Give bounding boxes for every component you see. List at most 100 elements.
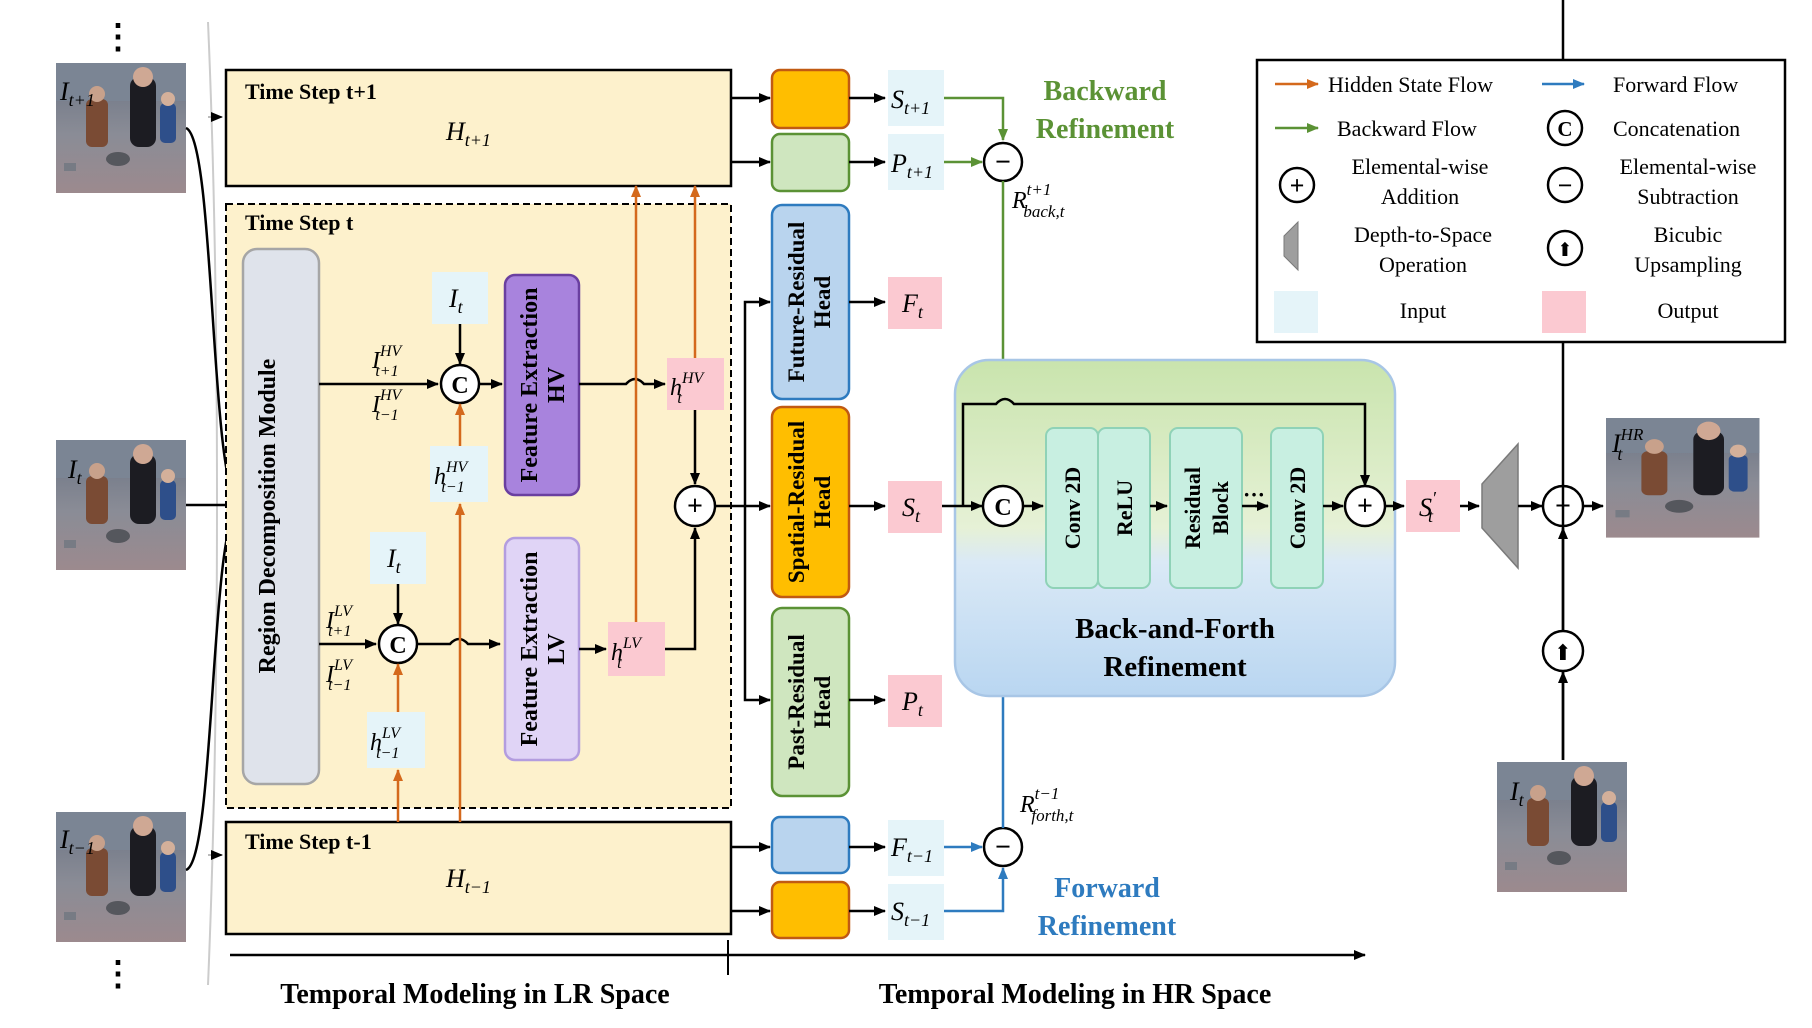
input-it-hv: It <box>432 272 488 324</box>
prev-spatial-head <box>770 880 851 940</box>
output-s-t: St <box>888 481 942 533</box>
arrow-skip-connection <box>961 397 1370 506</box>
legend-upsample-icon: ⬆ <box>1546 229 1584 267</box>
svg-text:Ft−1: Ft−1 <box>890 833 933 866</box>
legend-d2s-label-1: Depth-to-Space <box>1354 222 1492 247</box>
backward-refinement-title-2: Refinement <box>1036 114 1175 145</box>
legend-output-swatch <box>1542 291 1586 333</box>
svg-text:It: It <box>386 544 402 577</box>
feature-extraction-hv: Feature Extraction HV <box>503 273 581 497</box>
svg-text:LV: LV <box>544 633 570 665</box>
output-s-prime: S′t <box>1406 480 1460 532</box>
input-stream-line <box>207 21 218 986</box>
svg-text:Future-Residual: Future-Residual <box>784 222 809 383</box>
legend-hidden-label: Hidden State Flow <box>1328 72 1493 97</box>
legend-up-label-2: Upsampling <box>1634 252 1742 277</box>
svg-text:+: + <box>1357 491 1373 522</box>
svg-text:Feature Extraction: Feature Extraction <box>517 552 543 747</box>
svg-text:St+1: St+1 <box>891 85 930 118</box>
svg-text:HV: HV <box>544 366 570 403</box>
svg-text:Refinement: Refinement <box>1103 651 1247 683</box>
subtract-node-forward: − <box>982 826 1024 868</box>
svg-text:Back-and-Forth: Back-and-Forth <box>1075 613 1275 645</box>
svg-text:C: C <box>389 633 406 659</box>
svg-text:+: + <box>1290 171 1305 200</box>
future-residual-head: Future-Residual Head <box>770 203 851 401</box>
add-node-hr: + <box>1343 484 1387 528</box>
prev-future-head <box>770 815 851 875</box>
svg-text:St−1: St−1 <box>891 897 930 930</box>
time-step-prev-box: Time Step t-1 Ht−1 <box>224 820 733 936</box>
arrow-s-t1-to-sub <box>944 96 1008 141</box>
svg-text:Head: Head <box>810 276 835 329</box>
input-frame-current: It <box>56 440 186 570</box>
input-f-tm1: Ft−1 <box>888 820 944 876</box>
hr-space-title: Temporal Modeling in HR Space <box>879 979 1272 1010</box>
svg-text:Ft: Ft <box>901 289 924 322</box>
arrow-add-to-past-head <box>743 506 771 705</box>
svg-text:Ht+1: Ht+1 <box>445 117 491 150</box>
top-ellipsis: ⋮ <box>101 19 135 56</box>
legend-add-label-1: Elemental-wise <box>1352 154 1489 179</box>
layer-residual-block: Residual Block <box>1169 427 1243 589</box>
svg-text:Time Step t+1: Time Step t+1 <box>245 79 377 104</box>
svg-text:S′t: S′t <box>1419 488 1437 526</box>
svg-text:−: − <box>995 147 1011 178</box>
legend-up-label-1: Bicubic <box>1654 222 1723 247</box>
svg-text:Feature Extraction: Feature Extraction <box>517 288 543 483</box>
next-spatial-head <box>770 68 851 130</box>
legend-d2s-icon <box>1283 220 1299 272</box>
svg-text:−: − <box>1558 171 1573 200</box>
legend-d2s-label-2: Operation <box>1379 252 1467 277</box>
forward-refinement-title-2: Refinement <box>1038 911 1177 942</box>
input-s-tm1: St−1 <box>888 884 944 940</box>
arrow-add-to-future-head <box>743 297 771 506</box>
svg-text:−: − <box>995 832 1011 863</box>
subtract-node-backward: − <box>982 141 1024 183</box>
legend-forward-label: Forward Flow <box>1613 72 1738 97</box>
forward-refinement-title-1: Forward <box>1054 873 1160 904</box>
svg-text:Ht−1: Ht−1 <box>445 864 491 897</box>
svg-text:Spatial-Residual: Spatial-Residual <box>784 421 809 583</box>
past-residual-head: Past-Residual Head <box>770 606 851 798</box>
svg-text:Pt: Pt <box>901 687 924 720</box>
add-node-lr: + <box>673 484 717 528</box>
svg-text:It: It <box>67 455 83 488</box>
next-past-head <box>770 132 851 193</box>
legend-backward-label: Backward Flow <box>1337 116 1477 141</box>
output-p-t: Pt <box>888 675 942 727</box>
svg-text:C: C <box>1557 117 1572 141</box>
region-decomposition-module: Region Decomposition Module <box>241 247 321 786</box>
arrow-s-tm1-to-sub <box>944 867 1008 913</box>
svg-text:Residual: Residual <box>1180 467 1205 549</box>
layer-conv2d-1: Conv 2D <box>1045 427 1099 589</box>
svg-text:⬆: ⬆ <box>1554 640 1572 665</box>
legend-sub-icon: − <box>1546 166 1584 204</box>
svg-text:Pt+1: Pt+1 <box>890 149 933 182</box>
svg-text:It+1: It+1 <box>59 77 95 110</box>
svg-text:Time Step t-1: Time Step t-1 <box>245 829 372 854</box>
svg-text:⬆: ⬆ <box>1557 240 1573 261</box>
arrow-h-lv-to-add <box>665 527 700 651</box>
svg-text:It: It <box>1509 777 1525 810</box>
depth-to-space-op <box>1481 442 1519 570</box>
feature-extraction-lv: Feature Extraction LV <box>503 536 581 762</box>
svg-text:Past-Residual: Past-Residual <box>784 634 809 769</box>
input-frame-next: It+1 <box>56 63 186 193</box>
output-f-t: Ft <box>888 277 942 329</box>
svg-text:It: It <box>448 284 464 317</box>
svg-text:Conv 2D: Conv 2D <box>1285 467 1310 550</box>
